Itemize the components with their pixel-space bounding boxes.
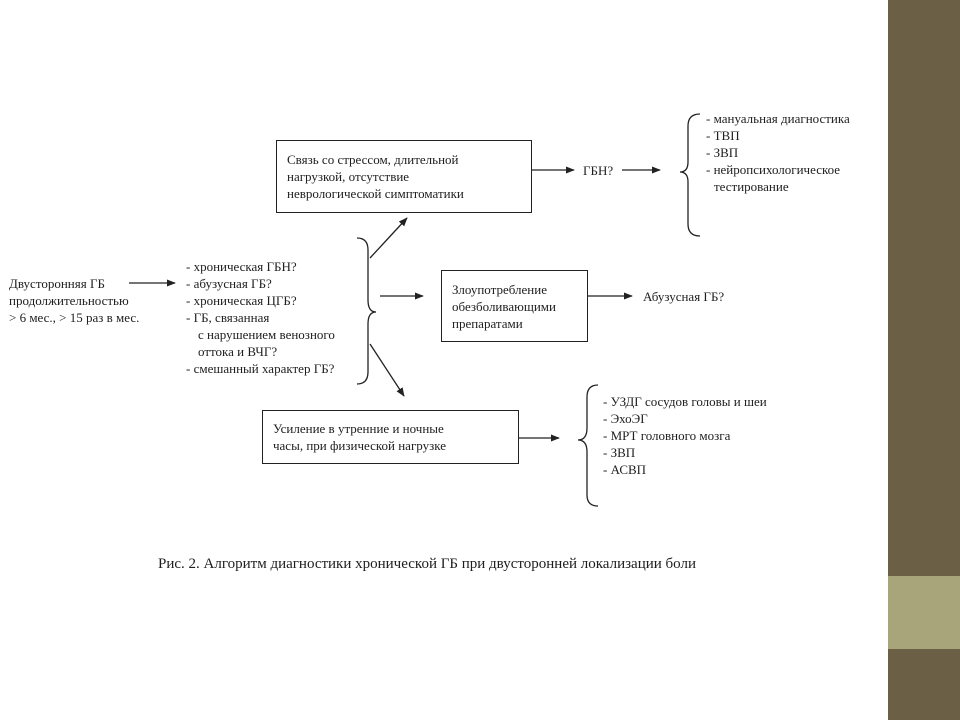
arrow-to-stress-box	[369, 217, 408, 259]
differential-list: - хроническая ГБН? - абузусная ГБ? - хро…	[186, 258, 335, 377]
box-morning-line-1: Усиление в утренние и ночные	[273, 421, 444, 436]
start-line-3: > 6 мес., > 15 раз в мес.	[9, 310, 140, 325]
start-line-1: Двусторонняя ГБ	[9, 276, 105, 291]
gbn-item-tvp: - ТВП	[706, 128, 740, 143]
differential-item-chronic-gbn: - хроническая ГБН?	[186, 259, 297, 274]
differential-item-venous-line-2: с нарушением венозного	[198, 327, 335, 342]
gbn-item-neuropsych: - нейропсихологическое	[706, 162, 841, 177]
box-stress: Связь со стрессом, длительной нагрузкой,…	[276, 140, 532, 213]
morning-item-asvp: - АСВП	[603, 462, 647, 477]
sidebar-dark-band	[888, 0, 960, 576]
sidebar-bottom-band	[888, 649, 960, 720]
box-stress-line-1: Связь со стрессом, длительной	[287, 152, 459, 167]
arrow-to-morning-box	[369, 343, 405, 397]
gbn-diagnostics-list: - мануальная диагностика - ТВП - ЗВП - н…	[706, 110, 850, 195]
box-morning-line-2: часы, при физической нагрузке	[273, 438, 446, 453]
differential-item-venous-line-3: оттока и ВЧГ?	[198, 344, 278, 359]
morning-item-uzdg: - УЗДГ сосудов головы и шеи	[603, 394, 767, 409]
box-stress-line-3: неврологической симптоматики	[287, 186, 464, 201]
start-condition: Двусторонняя ГБ продолжительностью > 6 м…	[9, 275, 139, 326]
gbn-item-manual: - мануальная диагностика	[706, 111, 850, 126]
morning-list-brace	[577, 384, 599, 507]
differential-item-venous: - ГБ, связанная	[186, 310, 270, 325]
gbn-item-testing: тестирование	[714, 179, 789, 194]
box-morning: Усиление в утренние и ночные часы, при ф…	[262, 410, 519, 464]
start-line-2: продолжительностью	[9, 293, 129, 308]
box-abuse-line-2: обезболивающими	[452, 299, 556, 314]
differential-item-abuse: - абузусная ГБ?	[186, 276, 272, 291]
box-abuse: Злоупотребление обезболивающими препарат…	[441, 270, 588, 342]
box-abuse-line-1: Злоупотребление	[452, 282, 547, 297]
differential-item-chronic-cgb: - хроническая ЦГБ?	[186, 293, 297, 308]
gbn-item-zvp: - ЗВП	[706, 145, 739, 160]
differential-brace	[356, 237, 377, 385]
morning-item-echoeg: - ЭхоЭГ	[603, 411, 648, 426]
morning-item-zvp: - ЗВП	[603, 445, 636, 460]
differential-item-mixed: - смешанный характер ГБ?	[186, 361, 335, 376]
sidebar-light-band	[888, 576, 960, 649]
morning-diagnostics-list: - УЗДГ сосудов головы и шеи - ЭхоЭГ - МР…	[603, 393, 767, 478]
box-abuse-line-3: препаратами	[452, 316, 523, 331]
result-abuse: Абузусная ГБ?	[643, 289, 725, 304]
result-gbn: ГБН?	[583, 163, 614, 178]
morning-item-mri: - МРТ головного мозга	[603, 428, 731, 443]
gbn-list-brace	[679, 113, 701, 237]
box-stress-line-2: нагрузкой, отсутствие	[287, 169, 410, 184]
figure-caption: Рис. 2. Алгоритм диагностики хронической…	[158, 556, 696, 572]
diagram-connectors	[129, 113, 701, 507]
diagnostic-algorithm-diagram: Двусторонняя ГБ продолжительностью > 6 м…	[9, 110, 850, 572]
